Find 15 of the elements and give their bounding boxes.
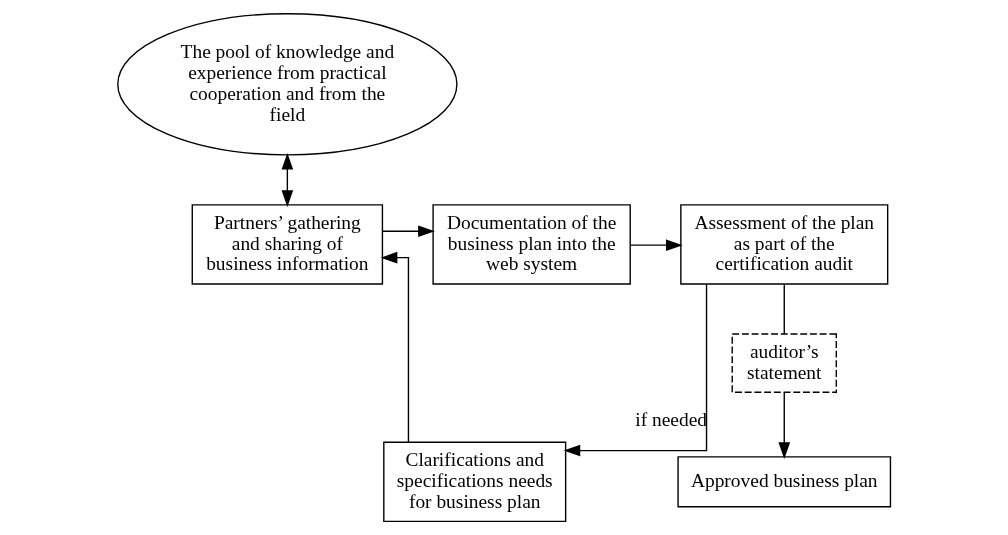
arrow (381, 225, 435, 238)
arrow (380, 251, 410, 443)
edge-label: if needed (635, 408, 707, 430)
connector (783, 283, 785, 335)
node-ellipse: The pool of knowledge and experience from practical cooperation and from the field (117, 13, 458, 156)
node-box: Partners’ gathering and sharing of business information (191, 204, 384, 285)
arrow (563, 283, 708, 457)
arrow (778, 391, 791, 459)
arrow (281, 152, 294, 207)
node-box: Documentation of the business plan into the web system (432, 204, 631, 285)
node-box: Assessment of the plan as part of the certification audit (680, 204, 889, 285)
arrow (629, 239, 683, 251)
node-box: Approved business plan (677, 456, 892, 508)
node-box: auditor’s statement (731, 333, 837, 393)
node-box: Clarifications and specifications needs for business plan (383, 441, 567, 523)
